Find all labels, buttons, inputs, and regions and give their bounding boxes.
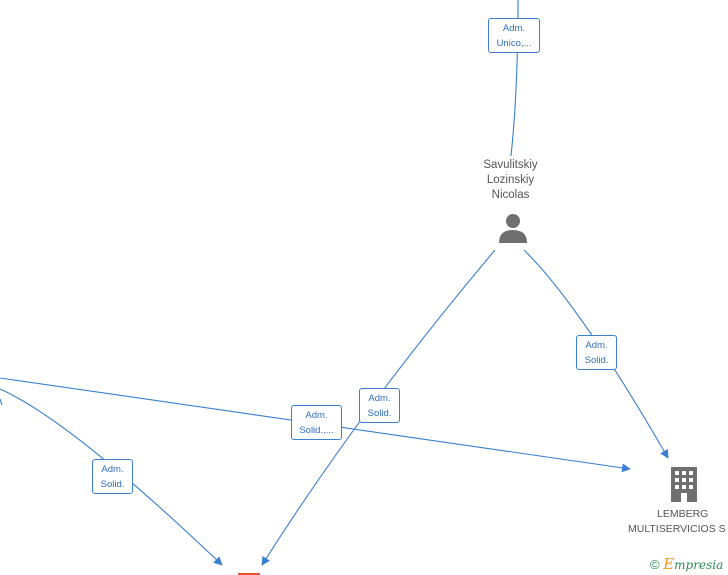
edge-left-to-bottom: [0, 388, 223, 566]
role-label-line: Adm.: [305, 410, 328, 421]
bottom-node-marker: [238, 573, 260, 575]
watermark: © Empresia: [650, 555, 723, 573]
role-label-line: Unico,...: [496, 38, 532, 49]
role-label-line: Solid.: [584, 355, 609, 366]
copyright-icon: ©: [650, 557, 660, 572]
role-label-line: Adm.: [101, 464, 124, 475]
brand-logo: Empresia: [663, 555, 724, 573]
role-label-adm-unico[interactable]: Adm. Unico,...: [488, 18, 540, 53]
role-label-line: Adm.: [502, 23, 526, 34]
role-label-line: Adm.: [368, 393, 391, 404]
building-icon[interactable]: [668, 466, 700, 502]
role-label-line: Solid.,...: [299, 425, 334, 436]
role-label-adm-solid-right[interactable]: Adm. Solid.: [576, 335, 617, 370]
person-name-line: Savulitskiy: [483, 159, 538, 171]
role-label-adm-solid-left[interactable]: Adm. Solid.: [92, 459, 133, 494]
role-label-line: Solid.: [367, 408, 392, 419]
company-name-line: MULTISERVICIOS S: [628, 523, 726, 535]
role-label-line: Solid.: [100, 479, 125, 490]
edge-left-stub: [0, 398, 3, 406]
company-name-line: LEMBERG: [657, 508, 709, 520]
role-label-adm-solid-center[interactable]: Adm. Solid.: [359, 388, 400, 423]
person-icon[interactable]: [497, 212, 529, 244]
role-label-line: Adm.: [585, 340, 608, 351]
person-name-line: Lozinskiy: [486, 174, 535, 186]
company-node-name[interactable]: LEMBERG MULTISERVICIOS S: [622, 507, 728, 537]
person-name-line: Nicolas: [491, 189, 530, 201]
person-node-name[interactable]: Savulitskiy Lozinskiy Nicolas: [463, 158, 558, 203]
role-label-adm-solid-multi[interactable]: Adm. Solid.,...: [291, 405, 342, 440]
edge-person-to-company: [523, 249, 669, 459]
